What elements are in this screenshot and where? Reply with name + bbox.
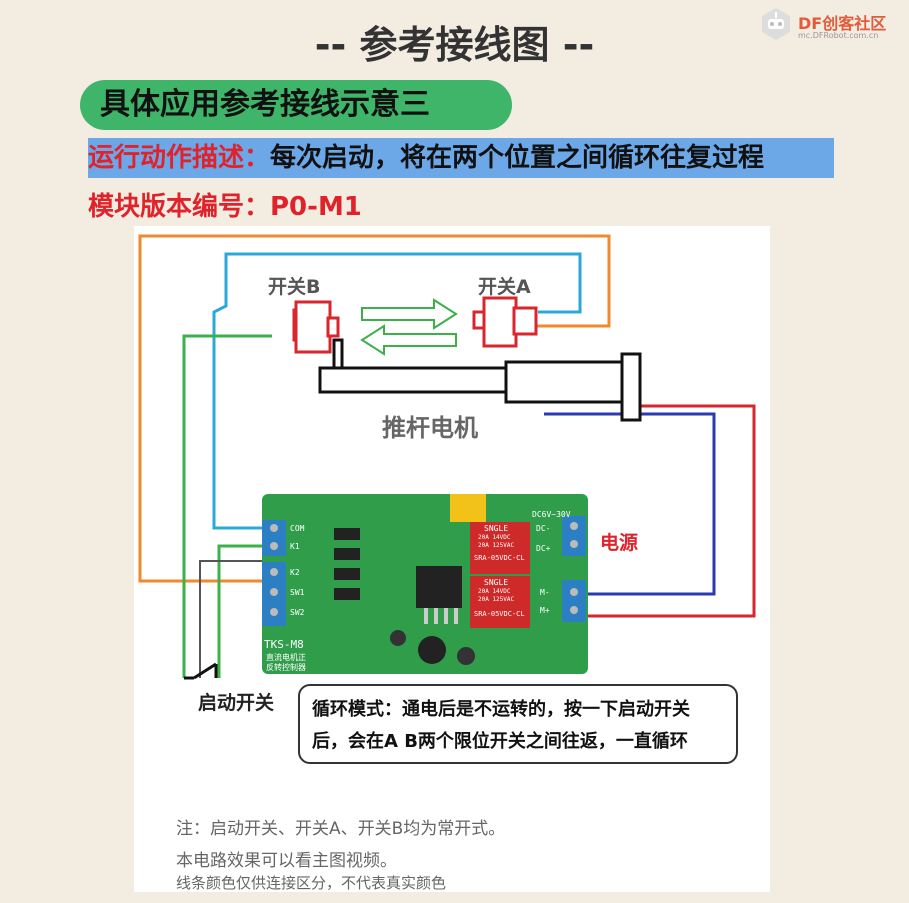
relay-spec-2a: 20A 14VDC	[478, 588, 511, 595]
cycle-mode-box: 循环模式：通电后是不运转的，按一下启动开关 后，会在A B两个限位开关之间往返，…	[298, 684, 738, 764]
switch-a	[472, 296, 538, 348]
dark-wire	[199, 560, 266, 678]
note-3: 线条颜色仅供连接区分，不代表真实颜色	[176, 874, 447, 892]
board-sub1: 直流电机正	[266, 653, 306, 662]
board-m-minus: M-	[540, 588, 550, 597]
board-dc-plus: DC+	[536, 544, 551, 553]
motion-arrows	[360, 298, 458, 356]
green-wire-2	[217, 544, 266, 678]
page-title: -- 参考接线图 --	[314, 23, 595, 67]
mode-line-2: 后，会在A B两个限位开关之间往返，一直循环	[312, 731, 688, 752]
board-dc-minus: DC-	[536, 524, 551, 533]
orange-wire	[138, 234, 611, 583]
description-value: 每次启动，将在两个位置之间循环往复过程	[270, 143, 765, 173]
logo-url: mc.DFRobot.com.cn	[798, 31, 879, 40]
switch-a-label: 开关A	[478, 276, 531, 298]
action-description: 运行动作描述：每次启动，将在两个位置之间循环往复过程	[88, 138, 834, 178]
switch-b-label: 开关B	[268, 276, 321, 298]
note-1: 注：启动开关、开关A、开关B均为常开式。	[176, 819, 506, 839]
module-version: 模块版本编号：P0-M1	[88, 192, 362, 222]
relay-model-1: SRA-05VDC-CL	[474, 554, 525, 562]
relay-brand-2: SNGLE	[484, 578, 509, 587]
relay-spec-2b: 20A 125VAC	[478, 596, 515, 603]
board-model: TKS-M8	[264, 638, 304, 651]
control-board	[262, 494, 588, 674]
push-rod-motor	[318, 352, 642, 422]
wiring-diagram: 开关B 开关A 推杆电机 电源 启动开关 TKS-M8 直流电机正 反转控制器 …	[134, 226, 770, 892]
terminal-label-com: COM	[290, 524, 305, 533]
wiring-svg	[138, 234, 756, 680]
relay-spec-1a: 20A 14VDC	[478, 534, 511, 541]
start-switch-symbol	[184, 662, 218, 680]
board-sub2: 反转控制器	[266, 663, 306, 672]
power-label: 电源	[600, 532, 639, 554]
relay-model-2: SRA-05VDC-CL	[474, 610, 525, 618]
board-m-plus: M+	[540, 606, 550, 615]
robot-logo-icon	[762, 8, 790, 40]
board-dc-label: DC6V~30V	[532, 510, 571, 519]
terminal-label-k1: K1	[290, 542, 300, 551]
mode-line-1: 循环模式：通电后是不运转的，按一下启动开关	[312, 699, 690, 720]
logo-text: DF创客社区	[798, 14, 887, 33]
start-switch-label: 启动开关	[198, 692, 275, 714]
relay-brand-1: SNGLE	[484, 524, 509, 533]
section-pill: 具体应用参考接线示意三	[80, 80, 512, 130]
switch-b	[292, 300, 344, 374]
relay-spec-1b: 20A 125VAC	[478, 542, 515, 549]
green-wire	[182, 334, 272, 678]
df-logo: DF创客社区 mc.DFRobot.com.cn	[758, 6, 898, 44]
terminal-label-sw2: SW2	[290, 608, 305, 617]
terminal-label-k2: K2	[290, 568, 300, 577]
motor-label: 推杆电机	[382, 414, 478, 442]
description-key: 运行动作描述：	[88, 143, 271, 173]
red-wire	[582, 404, 756, 618]
terminal-label-sw1: SW1	[290, 588, 305, 597]
cyan-wire	[212, 252, 582, 530]
note-2: 本电路效果可以看主图视频。	[176, 851, 397, 871]
